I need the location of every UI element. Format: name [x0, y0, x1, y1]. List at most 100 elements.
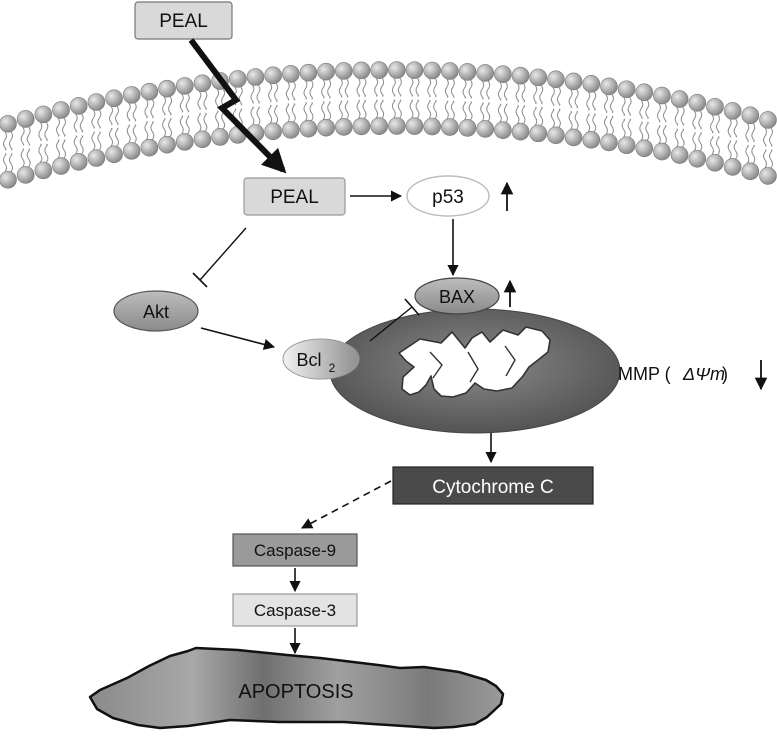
lipid-tail — [639, 121, 644, 141]
lipid-tail — [556, 108, 561, 128]
lipid-tail — [285, 81, 290, 101]
lipid-tail — [185, 115, 190, 135]
lipid-head-outer — [105, 89, 123, 108]
lipid-tail — [3, 153, 7, 173]
lipid-tail — [44, 143, 49, 163]
lipid-tail — [374, 77, 379, 97]
lipid-tail — [215, 110, 220, 130]
peal-outside-node: PEAL — [134, 1, 233, 40]
lipid-head-inner — [105, 145, 123, 164]
cytochrome-c-label: Cytochrome C — [432, 477, 553, 498]
lipid-tail — [362, 99, 367, 119]
lipid-head-inner — [723, 158, 742, 176]
lipid-tail — [609, 94, 614, 113]
lipid-head-inner — [759, 167, 777, 185]
lipid-tail — [486, 80, 491, 100]
lipid-head-inner — [69, 153, 88, 171]
lipid-head-outer — [87, 93, 106, 111]
lipid-head-inner — [405, 117, 424, 135]
lipid-head-outer — [69, 97, 88, 115]
lipid-head-outer — [370, 61, 388, 79]
lipid-tail — [468, 79, 473, 99]
caspase-3-label: Caspase-3 — [254, 601, 336, 620]
lipid-tail — [733, 118, 738, 138]
lipid-tail — [751, 123, 756, 142]
apoptotic-cell: APOPTOSIS — [88, 646, 505, 730]
peal-inside-node: PEAL — [243, 177, 346, 216]
lipid-tail — [621, 118, 626, 138]
lipid-tail — [356, 99, 361, 119]
lipid-head-inner — [317, 118, 335, 137]
lipid-head-inner — [635, 139, 654, 158]
mmp-suffix: ) — [722, 364, 728, 384]
lipid-head-inner — [175, 133, 194, 151]
lipid-head-inner — [352, 117, 371, 136]
lipid-tail — [144, 99, 149, 119]
lipid-head-inner — [741, 162, 760, 181]
lipid-tail — [20, 148, 25, 168]
lipid-tail — [680, 106, 685, 126]
mmp-indicator: MMP ( ΔΨm ) — [618, 360, 768, 391]
lipid-tail — [769, 127, 773, 147]
lipid-tail — [150, 121, 155, 140]
lipid-tail — [56, 117, 61, 137]
lipid-tail — [321, 101, 326, 121]
lipid-tail — [556, 86, 561, 106]
lipid-head-outer — [759, 111, 777, 129]
lipid-tail — [321, 79, 326, 99]
lipid-tail — [256, 106, 261, 126]
caspase-9-node: Caspase-9 — [232, 533, 358, 567]
lipid-tail — [503, 81, 508, 101]
lipid-head-inner — [281, 121, 300, 139]
lipid-tail — [97, 109, 102, 129]
lipid-tail — [62, 139, 67, 159]
lipid-head-inner — [52, 157, 70, 175]
lipid-head-outer — [441, 62, 459, 80]
lipid-head-inner — [423, 117, 441, 136]
lipid-tail — [745, 123, 750, 142]
lipid-tail — [144, 121, 149, 140]
lipid-head-outer — [494, 65, 512, 83]
lipid-head-outer — [158, 79, 176, 98]
lipid-head-outer — [193, 74, 212, 93]
lipid-tail — [126, 124, 131, 144]
lipid-head-outer — [299, 63, 318, 82]
lipid-tail — [733, 140, 738, 160]
lipid-head-outer — [264, 66, 282, 85]
cytochrome-c-node: Cytochrome C — [392, 466, 594, 505]
lipid-head-inner — [140, 138, 159, 157]
lipid-head-outer — [16, 110, 35, 128]
lipid-tail — [215, 88, 220, 108]
lipid-head-outer — [741, 106, 760, 125]
lipid-tail — [769, 149, 773, 169]
lipid-tail — [73, 113, 78, 133]
lipid-tail — [698, 110, 703, 130]
lipid-tail — [250, 106, 255, 126]
lipid-tail — [256, 84, 261, 104]
lipid-tail — [397, 77, 402, 97]
lipid-tail — [380, 99, 385, 119]
lipid-tail — [62, 117, 67, 137]
lipid-tail — [397, 99, 402, 119]
lipid-head-inner — [34, 161, 53, 180]
lipid-tail — [115, 106, 120, 125]
lipid-head-inner — [547, 126, 565, 145]
lipid-tail — [391, 99, 396, 119]
lipid-tail — [179, 115, 184, 135]
lipid-tail — [462, 101, 467, 121]
lipid-tail — [603, 94, 608, 113]
lipid-head-outer — [529, 68, 548, 87]
lipid-tail — [550, 86, 555, 106]
lipid-tail — [444, 100, 449, 120]
p53-label: p53 — [432, 187, 464, 208]
lipid-tail — [727, 140, 732, 160]
lipid-tail — [715, 114, 720, 134]
lipid-tail — [709, 114, 714, 134]
bax-node: BAX — [414, 277, 500, 315]
mmp-symbol: ΔΨm — [682, 364, 725, 384]
lipid-tail — [362, 78, 367, 97]
lipid-head-inner — [600, 133, 618, 152]
lipid-head-inner — [511, 122, 530, 141]
lipid-head-outer — [352, 61, 371, 80]
lipid-head-inner — [706, 153, 724, 172]
